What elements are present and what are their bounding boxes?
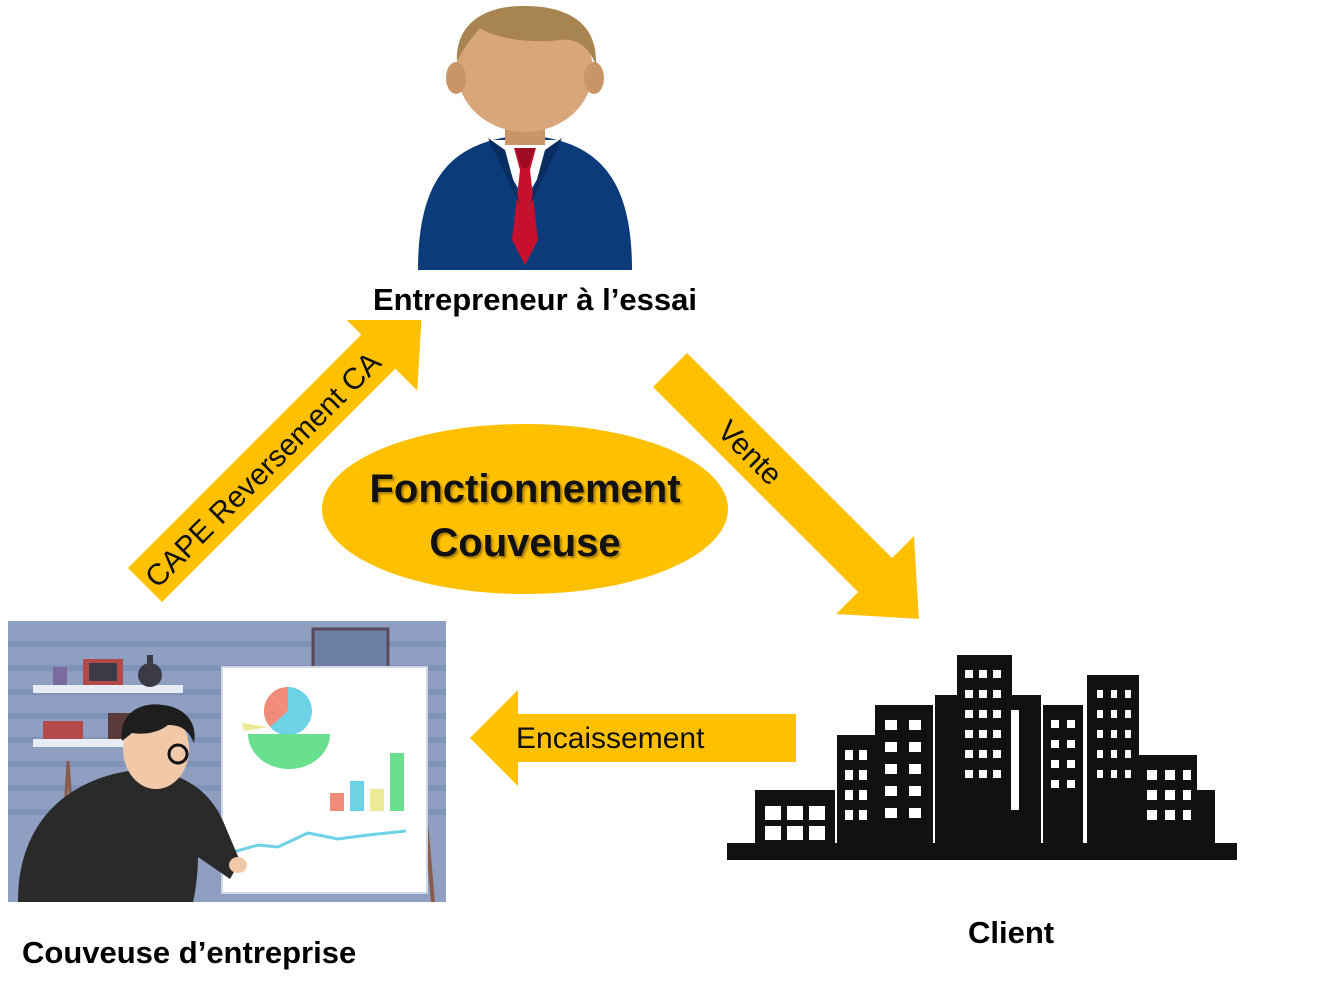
businessman-icon <box>418 5 632 270</box>
arrow-couveuse-to-entrepreneur: CAPE Reversement CA <box>128 320 423 602</box>
arrow-label-encaissement: Encaissement <box>516 722 705 755</box>
center-title: Fonctionnement Couveuse <box>320 462 730 570</box>
city-buildings-icon <box>727 655 1237 860</box>
client-label: Client <box>968 915 1055 950</box>
entrepreneur-label: Entrepreneur à l’essai <box>373 282 697 317</box>
center-title-line2: Couveuse <box>429 521 621 565</box>
center-title-line1: Fonctionnement <box>369 467 681 511</box>
arrow-entrepreneur-to-client: Vente <box>653 353 919 619</box>
center-ellipse <box>322 424 728 594</box>
arrow-client-to-couveuse: Encaissement <box>470 690 796 786</box>
couveuse-label: Couveuse d’entreprise <box>22 935 357 970</box>
presentation-office-illustration <box>8 621 446 902</box>
